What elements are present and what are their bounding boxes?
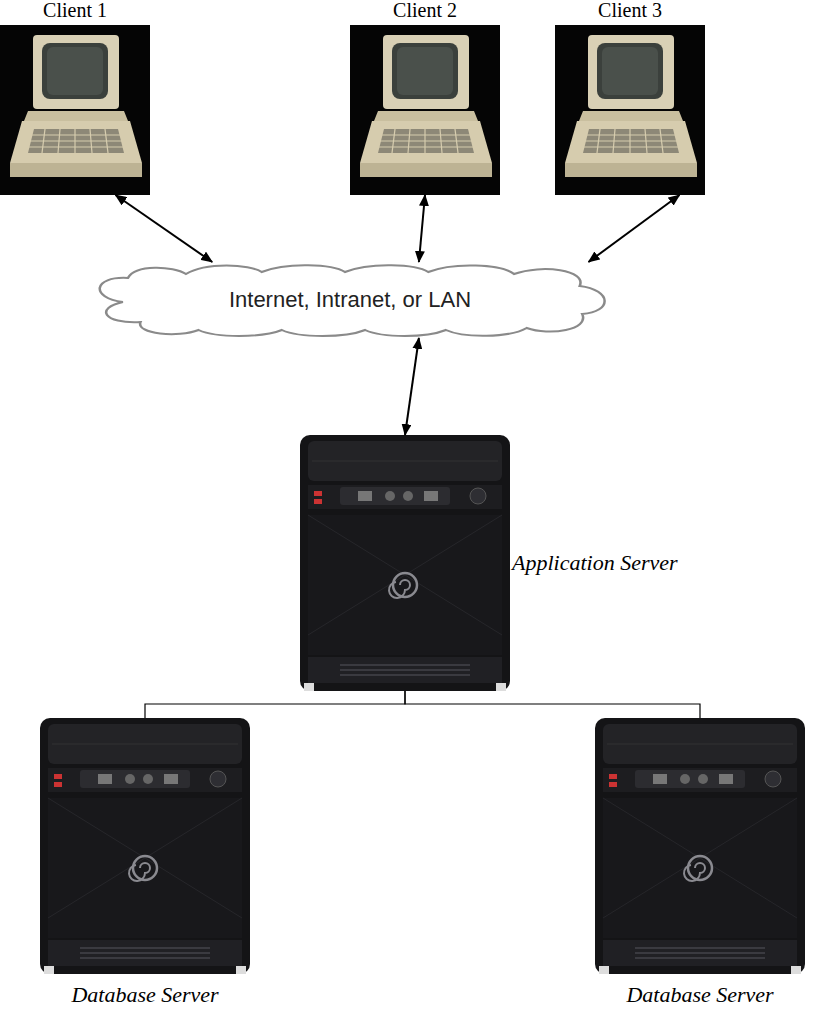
node-text: Internet, Intranet, or LAN <box>85 287 615 313</box>
client-computer <box>350 25 500 195</box>
connector-arrow <box>419 195 425 262</box>
network-cloud: Internet, Intranet, or LAN <box>85 262 615 338</box>
server-tower <box>300 435 510 691</box>
node-label: Client 2 <box>393 0 457 22</box>
application-server: Application Server <box>300 435 510 691</box>
client-computer: Client 2 <box>350 25 500 195</box>
node-label: Database Server <box>626 982 773 1008</box>
connector-arrow <box>589 195 680 262</box>
node-label: Client 3 <box>598 0 662 22</box>
connector-line <box>405 691 700 718</box>
server-tower <box>595 718 805 974</box>
node-label: Client 1 <box>43 0 107 22</box>
node-label: Database Server <box>71 982 218 1008</box>
client-computer: Client 1 <box>0 25 150 195</box>
connector-arrow <box>405 338 419 435</box>
database-server: Database Server <box>40 718 250 974</box>
client-computer <box>0 25 150 195</box>
server-tower <box>40 718 250 974</box>
database-server: Database Server <box>595 718 805 974</box>
connector-arrow <box>116 195 213 262</box>
client-computer <box>555 25 705 195</box>
connector-line <box>145 691 405 718</box>
node-label: Application Server <box>512 550 678 576</box>
client-computer: Client 3 <box>555 25 705 195</box>
